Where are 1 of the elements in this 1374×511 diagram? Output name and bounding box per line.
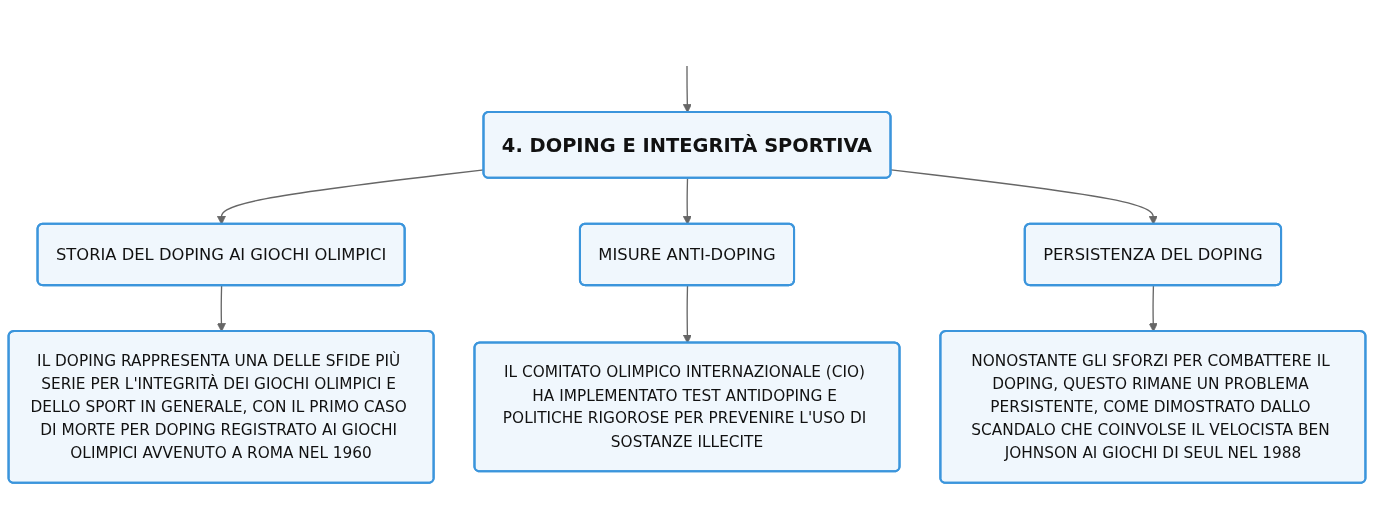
arrow: [682, 284, 692, 343]
